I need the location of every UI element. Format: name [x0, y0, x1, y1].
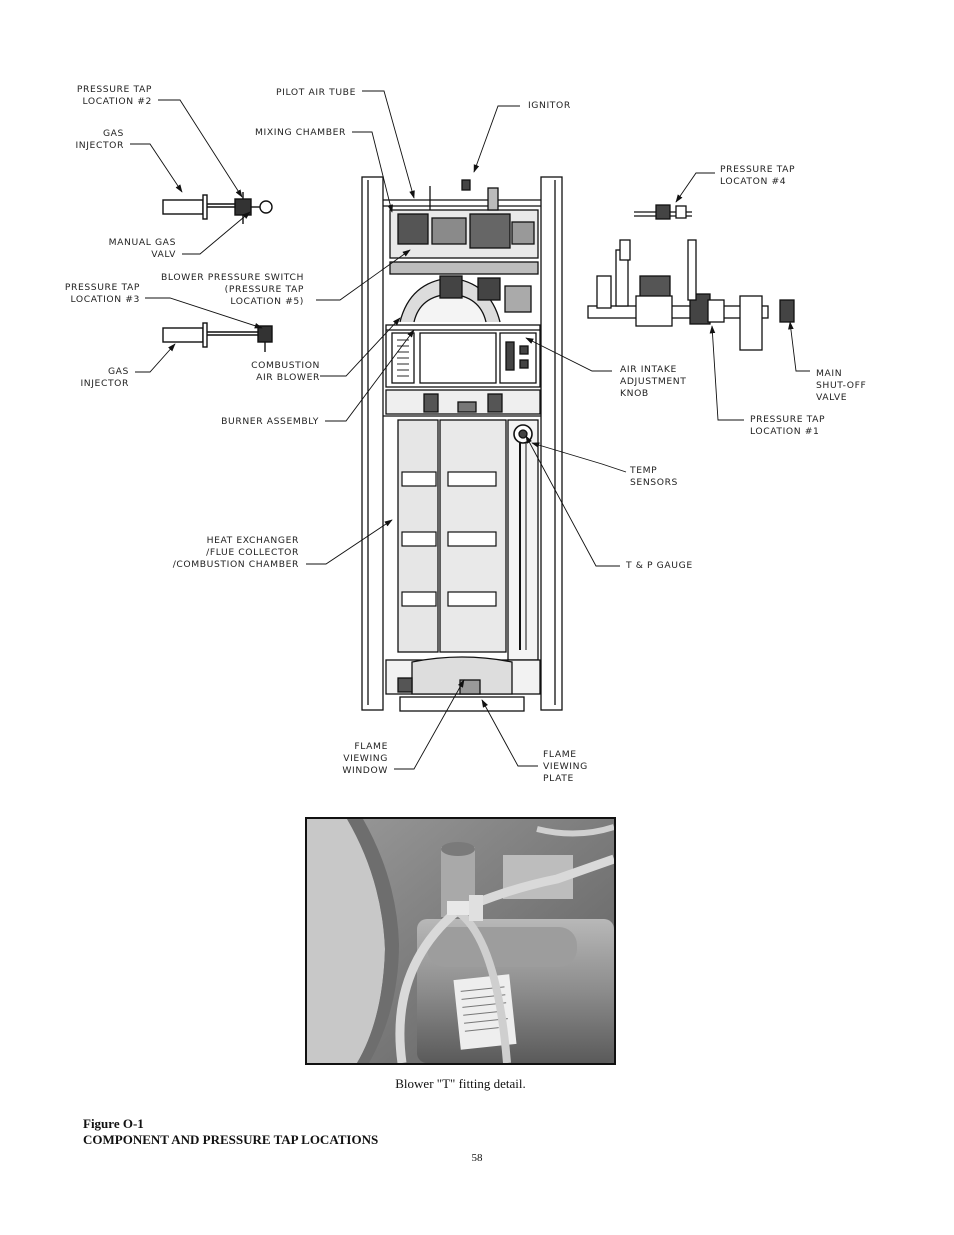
- svg-text:LOCATON #4: LOCATON #4: [720, 176, 786, 187]
- svg-text:MAIN: MAIN: [816, 368, 842, 379]
- svg-text:INJECTOR: INJECTOR: [75, 140, 124, 151]
- svg-text:KNOB: KNOB: [620, 388, 649, 399]
- svg-text:PRESSURE TAP: PRESSURE TAP: [720, 164, 795, 175]
- svg-text:COMBUSTION: COMBUSTION: [251, 360, 320, 371]
- callout-gas-injector-bottom: GAS INJECTOR: [80, 366, 129, 389]
- svg-text:LOCATION #2: LOCATION #2: [83, 96, 153, 107]
- svg-text:/FLUE COLLECTOR: /FLUE COLLECTOR: [206, 547, 299, 558]
- callout-burner-assembly: BURNER ASSEMBLY: [221, 416, 319, 427]
- svg-text:PRESSURE TAP: PRESSURE TAP: [750, 414, 825, 425]
- page-number: 58: [471, 1152, 483, 1164]
- callout-pressure-tap-3: PRESSURE TAP LOCATION #3: [65, 282, 140, 305]
- svg-text:FLAME: FLAME: [543, 749, 577, 760]
- svg-text:/COMBUSTION CHAMBER: /COMBUSTION CHAMBER: [173, 559, 299, 570]
- svg-text:FLAME: FLAME: [354, 741, 388, 752]
- callout-manual-gas-valve: MANUAL GAS VALV: [109, 237, 176, 260]
- callout-pilot-air-tube: PILOT AIR TUBE: [276, 87, 356, 98]
- svg-text:PRESSURE TAP: PRESSURE TAP: [77, 84, 152, 95]
- callout-pressure-tap-2: PRESSURE TAP LOCATION #2: [77, 84, 152, 107]
- svg-text:AIR INTAKE: AIR INTAKE: [620, 364, 677, 375]
- svg-text:INJECTOR: INJECTOR: [80, 378, 129, 389]
- svg-text:VIEWING: VIEWING: [543, 761, 588, 772]
- callout-air-intake-knob: AIR INTAKE ADJUSTMENT KNOB: [620, 364, 686, 399]
- leader-lines: [130, 90, 810, 770]
- svg-text:GAS: GAS: [108, 366, 129, 377]
- svg-text:IGNITOR: IGNITOR: [528, 100, 571, 111]
- svg-text:PILOT AIR TUBE: PILOT AIR TUBE: [276, 87, 356, 98]
- svg-text:BLOWER PRESSURE SWITCH: BLOWER PRESSURE SWITCH: [161, 272, 304, 283]
- callout-pressure-tap-4: PRESSURE TAP LOCATON #4: [720, 164, 795, 187]
- callout-temp-sensors: TEMP SENSORS: [629, 465, 678, 488]
- svg-text:MANUAL GAS: MANUAL GAS: [109, 237, 176, 248]
- svg-text:ADJUSTMENT: ADJUSTMENT: [620, 376, 686, 387]
- svg-text:VALVE: VALVE: [816, 392, 847, 403]
- figure-title: COMPONENT AND PRESSURE TAP LOCATIONS: [83, 1132, 379, 1147]
- svg-text:WINDOW: WINDOW: [342, 765, 388, 776]
- callout-gas-injector-top: GAS INJECTOR: [75, 128, 124, 151]
- blower-t-fitting-photo: [305, 817, 616, 1065]
- svg-text:AIR BLOWER: AIR BLOWER: [256, 372, 320, 383]
- boiler-cabinet: [361, 176, 563, 712]
- photo-illustration: [307, 819, 614, 1063]
- callout-blower-pressure-switch: BLOWER PRESSURE SWITCH (PRESSURE TAP LOC…: [161, 272, 304, 307]
- svg-text:GAS: GAS: [103, 128, 124, 139]
- callout-flame-viewing-plate: FLAME VIEWING PLATE: [543, 749, 588, 784]
- callout-mixing-chamber: MIXING CHAMBER: [255, 127, 346, 138]
- svg-text:PRESSURE TAP: PRESSURE TAP: [65, 282, 140, 293]
- callout-tp-gauge: T & P GAUGE: [625, 560, 693, 571]
- svg-text:VIEWING: VIEWING: [343, 753, 388, 764]
- svg-text:HEAT EXCHANGER: HEAT EXCHANGER: [207, 535, 299, 546]
- callout-pressure-tap-1: PRESSURE TAP LOCATION #1: [750, 414, 825, 437]
- svg-text:MIXING CHAMBER: MIXING CHAMBER: [255, 127, 346, 138]
- callout-flame-viewing-window: FLAME VIEWING WINDOW: [342, 741, 388, 776]
- svg-text:LOCATION #3: LOCATION #3: [71, 294, 141, 305]
- callout-heat-exchanger: HEAT EXCHANGER /FLUE COLLECTOR /COMBUSTI…: [173, 535, 299, 570]
- gas-injector-detail-top: [162, 192, 273, 224]
- svg-text:T & P GAUGE: T & P GAUGE: [625, 560, 693, 571]
- callout-combustion-air-blower: COMBUSTION AIR BLOWER: [251, 360, 320, 383]
- svg-text:PLATE: PLATE: [543, 773, 574, 784]
- component-diagram: PRESSURE TAP LOCATION #2 GAS INJECTOR MA…: [65, 84, 866, 784]
- svg-text:BURNER ASSEMBLY: BURNER ASSEMBLY: [221, 416, 319, 427]
- photo-caption: Blower "T" fitting detail.: [395, 1076, 526, 1091]
- svg-text:(PRESSURE TAP: (PRESSURE TAP: [225, 284, 304, 295]
- svg-text:SHUT-OFF: SHUT-OFF: [816, 380, 866, 391]
- gas-injector-detail-bottom: [162, 322, 273, 352]
- svg-text:LOCATION #5): LOCATION #5): [230, 296, 304, 307]
- svg-text:VALV: VALV: [151, 249, 176, 260]
- svg-text:SENSORS: SENSORS: [630, 477, 678, 488]
- svg-text:LOCATION #1: LOCATION #1: [750, 426, 820, 437]
- callout-main-shutoff-valve: MAIN SHUT-OFF VALVE: [816, 368, 866, 403]
- callout-ignitor: IGNITOR: [528, 100, 571, 111]
- gas-train: [587, 204, 795, 351]
- figure-number: Figure O-1: [83, 1116, 144, 1131]
- svg-text:TEMP: TEMP: [629, 465, 657, 476]
